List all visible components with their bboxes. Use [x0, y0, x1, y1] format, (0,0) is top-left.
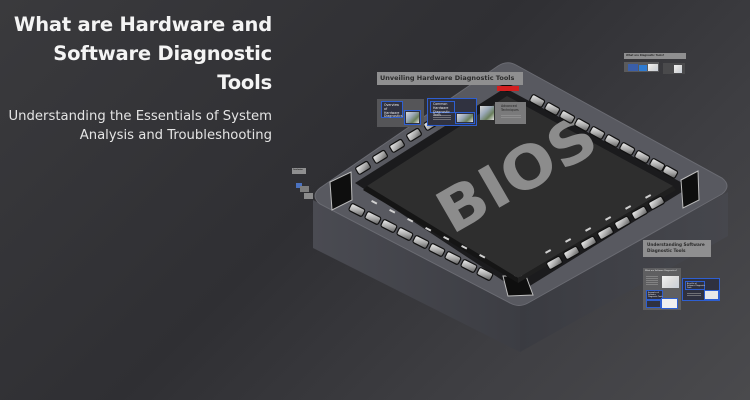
thumbnail-image	[457, 114, 473, 122]
thumbnail-image	[639, 65, 647, 71]
title-line-2: Software Diagnostic	[53, 42, 272, 65]
text-lines	[433, 115, 451, 121]
hardware-card-frame-common-tools[interactable]: Common Hardware Diagnostic Tools	[427, 98, 477, 126]
conclusion-frame[interactable]	[300, 186, 309, 192]
card-examples-label: Examples of Software Diagnostic Tools	[648, 292, 663, 299]
diagnostic-tools-frame[interactable]	[624, 62, 659, 72]
software-card-benefits[interactable]: Benefits of Software Diagnostic Tools	[682, 278, 720, 301]
thumbnail-image	[674, 65, 682, 73]
software-frame-title[interactable]: Understanding Software Diagnostic Tools	[643, 240, 711, 257]
card-common-tools-image[interactable]	[455, 112, 475, 124]
text-lines	[501, 115, 521, 119]
hardware-frame-title[interactable]: Unveiling Hardware Diagnostic Tools	[377, 72, 523, 85]
software-panel-title: What are Software Diagnostics?	[645, 270, 677, 272]
thumbnail-image	[662, 276, 679, 288]
card-examples[interactable]: Examples of Software Diagnostic Tools	[646, 290, 663, 300]
thumbnail-image	[648, 64, 658, 71]
diagnostic-tools-frame-title[interactable]: What are Diagnostic Tools?	[624, 53, 686, 59]
card-overview[interactable]: Overview of Hardware Diagnostics	[381, 101, 403, 118]
card-benefits-label: Benefits of Software Diagnostic Tools	[687, 283, 705, 290]
card-benefits[interactable]: Benefits of Software Diagnostic Tools	[685, 281, 705, 290]
hardware-card-frame-advanced[interactable]: Advanced Techniques	[495, 102, 526, 124]
card-examples-text[interactable]	[646, 300, 661, 308]
text-lines	[646, 276, 658, 286]
presentation-subtitle: Understanding the Essentials of System A…	[2, 107, 272, 145]
text-lines	[687, 293, 701, 297]
title-line-1: What are Hardware and	[13, 13, 272, 36]
subtitle-line-1: Understanding the Essentials of System	[8, 109, 272, 124]
card-advanced-label: Advanced Techniques	[501, 104, 519, 112]
thumbnail-image	[296, 183, 302, 188]
thumbnail-image	[304, 193, 313, 199]
red-accent-bar	[497, 86, 519, 91]
thumbnail-image	[628, 64, 638, 71]
card-examples-image[interactable]	[661, 298, 678, 309]
advanced-techniques-image	[480, 106, 494, 120]
conclusion-frame-title[interactable]: Conclusion	[292, 168, 306, 174]
software-panel-frame[interactable]: What are Software Diagnostics? Examples …	[643, 268, 681, 310]
title-line-3: Tools	[217, 71, 272, 94]
card-overview-image[interactable]	[404, 110, 421, 125]
diagnostic-tools-frame-2[interactable]	[663, 63, 685, 74]
card-overview-label: Overview of Hardware Diagnostics	[384, 103, 403, 119]
card-common-tools[interactable]: Common Hardware Diagnostic Tools	[430, 101, 455, 117]
card-benefits-image[interactable]	[704, 290, 719, 300]
hardware-card-frame-overview[interactable]: Overview of Hardware Diagnostics	[377, 99, 424, 127]
presentation-title: What are Hardware and Software Diagnosti…	[2, 10, 272, 97]
subtitle-line-2: Analysis and Troubleshooting	[79, 128, 272, 143]
title-block: What are Hardware and Software Diagnosti…	[2, 10, 273, 145]
thumbnail-image	[406, 112, 419, 123]
